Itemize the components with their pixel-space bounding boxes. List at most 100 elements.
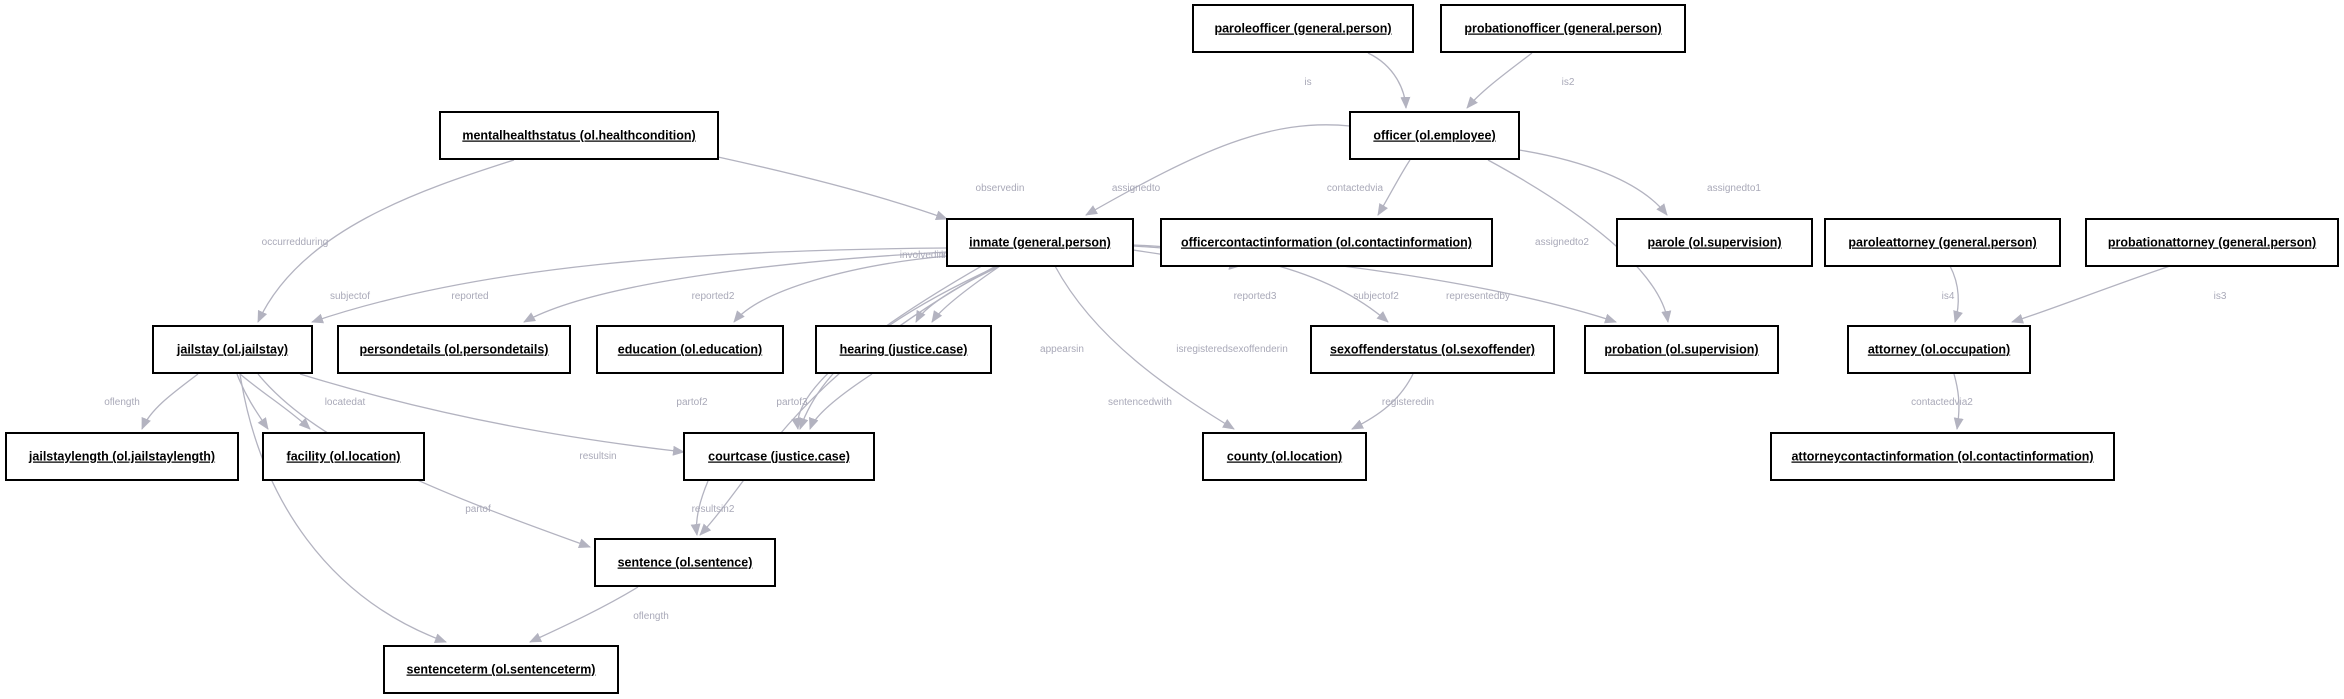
- node-label-jailstay[interactable]: jailstay (ol.jailstay): [176, 343, 288, 357]
- node-sexoffenderstatus[interactable]: sexoffenderstatus (ol.sexoffender): [1310, 325, 1555, 374]
- node-box-probationattorney[interactable]: [2085, 218, 2339, 267]
- edge-label-is: is: [1304, 77, 1311, 88]
- node-label-jailstaylength[interactable]: jailstaylength (ol.jailstaylength): [28, 450, 215, 464]
- edge-jailstay-to-jailstaylength: [141, 373, 199, 430]
- edge-probationattorney-to-attorney: [2011, 265, 2171, 324]
- edge-label-assignedto1: assignedto1: [1707, 183, 1761, 194]
- edge-probationofficer-to-officer: [1466, 52, 1533, 109]
- node-box-probationofficer[interactable]: [1440, 4, 1686, 53]
- node-box-attorney[interactable]: [1847, 325, 2031, 374]
- edge-label-reported3: reported3: [1234, 291, 1277, 302]
- node-box-courtcase[interactable]: [683, 432, 875, 481]
- node-label-sentence[interactable]: sentence (ol.sentence): [618, 556, 753, 570]
- node-box-mentalhealthstatus[interactable]: [439, 111, 719, 160]
- node-box-probation[interactable]: [1584, 325, 1779, 374]
- node-label-mentalhealthstatus[interactable]: mentalhealthstatus (ol.healthcondition): [462, 129, 695, 143]
- node-label-sentenceterm[interactable]: sentenceterm (ol.sentenceterm): [407, 663, 596, 677]
- node-label-hearing[interactable]: hearing (justice.case): [840, 343, 968, 357]
- edge-label-partof3: partof3: [776, 397, 808, 408]
- edge-label-sentencedwith: sentencedwith: [1108, 397, 1172, 408]
- node-label-courtcase[interactable]: courtcase (justice.case): [708, 450, 850, 464]
- node-jailstay[interactable]: jailstay (ol.jailstay): [152, 325, 313, 374]
- node-paroleofficer[interactable]: paroleofficer (general.person): [1192, 4, 1414, 53]
- edge-sexoffenderstatus-to-county: [1351, 373, 1414, 430]
- node-label-probation[interactable]: probation (ol.supervision): [1604, 343, 1758, 357]
- node-sentence[interactable]: sentence (ol.sentence): [594, 538, 776, 587]
- node-box-jailstay[interactable]: [152, 325, 313, 374]
- edge-inmate-to-hearing: [931, 265, 1001, 323]
- node-label-persondetails[interactable]: persondetails (ol.persondetails): [360, 343, 549, 357]
- edge-courtcase-to-sentence: [690, 480, 709, 536]
- node-attorneycontactinformation[interactable]: attorneycontactinformation (ol.contactin…: [1770, 432, 2115, 481]
- node-label-probationattorney[interactable]: probationattorney (general.person): [2108, 236, 2316, 250]
- node-box-sentence[interactable]: [594, 538, 776, 587]
- node-label-parole[interactable]: parole (ol.supervision): [1647, 236, 1781, 250]
- node-label-attorney[interactable]: attorney (ol.occupation): [1868, 343, 2010, 357]
- node-inmate[interactable]: inmate (general.person): [946, 218, 1134, 267]
- node-courtcase[interactable]: courtcase (justice.case): [683, 432, 875, 481]
- node-box-officer[interactable]: [1349, 111, 1520, 160]
- node-probationattorney[interactable]: probationattorney (general.person): [2085, 218, 2339, 267]
- node-jailstaylength[interactable]: jailstaylength (ol.jailstaylength): [5, 432, 239, 481]
- edge-label-reported: reported: [451, 291, 488, 302]
- node-education[interactable]: education (ol.education): [596, 325, 784, 374]
- edge-label-oflength: oflength: [104, 397, 140, 408]
- node-label-education[interactable]: education (ol.education): [618, 343, 762, 357]
- node-label-inmate[interactable]: inmate (general.person): [969, 236, 1111, 250]
- node-box-attorneycontactinformation[interactable]: [1770, 432, 2115, 481]
- node-paroleattorney[interactable]: paroleattorney (general.person): [1824, 218, 2061, 267]
- node-label-paroleofficer[interactable]: paroleofficer (general.person): [1214, 22, 1391, 36]
- node-box-parole[interactable]: [1616, 218, 1813, 267]
- edge-hearing-to-courtcase: [809, 373, 873, 430]
- node-box-facility[interactable]: [262, 432, 425, 481]
- node-box-sentenceterm[interactable]: [383, 645, 619, 694]
- node-label-sexoffenderstatus[interactable]: sexoffenderstatus (ol.sexoffender): [1330, 343, 1535, 357]
- edge-jailstay-to-courtcase: [299, 373, 685, 456]
- node-facility[interactable]: facility (ol.location): [262, 432, 425, 481]
- node-attorney[interactable]: attorney (ol.occupation): [1847, 325, 2031, 374]
- node-box-inmate[interactable]: [946, 218, 1134, 267]
- node-probationofficer[interactable]: probationofficer (general.person): [1440, 4, 1686, 53]
- node-sentenceterm[interactable]: sentenceterm (ol.sentenceterm): [383, 645, 619, 694]
- node-label-officer[interactable]: officer (ol.employee): [1373, 129, 1495, 143]
- edge-officer-to-officercontactinformation: [1377, 159, 1411, 216]
- edge-inmate-to-sentence: [699, 265, 997, 536]
- node-county[interactable]: county (ol.location): [1202, 432, 1367, 481]
- node-box-jailstaylength[interactable]: [5, 432, 239, 481]
- node-label-county[interactable]: county (ol.location): [1227, 450, 1342, 464]
- node-label-probationofficer[interactable]: probationofficer (general.person): [1464, 22, 1661, 36]
- node-mentalhealthstatus[interactable]: mentalhealthstatus (ol.healthcondition): [439, 111, 719, 160]
- edge-label-assignedto2: assignedto2: [1535, 237, 1589, 248]
- edge-mentalhealthstatus-to-jailstay: [257, 159, 515, 323]
- edge-label-appearsin: appearsin: [1040, 344, 1084, 355]
- edge-label-locatedat: locatedat: [325, 397, 366, 408]
- edge-jailstay-to-sentenceterm: [239, 373, 447, 643]
- node-probation[interactable]: probation (ol.supervision): [1584, 325, 1779, 374]
- node-persondetails[interactable]: persondetails (ol.persondetails): [337, 325, 571, 374]
- node-box-county[interactable]: [1202, 432, 1367, 481]
- node-hearing[interactable]: hearing (justice.case): [815, 325, 992, 374]
- node-label-officercontactinformation[interactable]: officercontactinformation (ol.contactinf…: [1181, 236, 1472, 250]
- node-parole[interactable]: parole (ol.supervision): [1616, 218, 1813, 267]
- node-box-officercontactinformation[interactable]: [1160, 218, 1493, 267]
- node-label-paroleattorney[interactable]: paroleattorney (general.person): [1848, 236, 2036, 250]
- edge-inmate-to-jailstay: [311, 247, 948, 324]
- edge-label-contactedvia2: contactedvia2: [1911, 397, 1973, 408]
- edge-jailstay-to-facility: [239, 373, 311, 430]
- node-box-hearing[interactable]: [815, 325, 992, 374]
- edge-label-observedin: observedin: [976, 183, 1025, 194]
- node-box-sexoffenderstatus[interactable]: [1310, 325, 1555, 374]
- node-box-persondetails[interactable]: [337, 325, 571, 374]
- edge-inmate-to-persondetails: [523, 251, 948, 323]
- edge-label-is4: is4: [1942, 291, 1955, 302]
- node-box-education[interactable]: [596, 325, 784, 374]
- node-officer[interactable]: officer (ol.employee): [1349, 111, 1520, 160]
- node-label-facility[interactable]: facility (ol.location): [287, 450, 401, 464]
- node-officercontactinformation[interactable]: officercontactinformation (ol.contactinf…: [1160, 218, 1493, 267]
- node-label-attorneycontactinformation[interactable]: attorneycontactinformation (ol.contactin…: [1791, 450, 2093, 464]
- node-box-paroleattorney[interactable]: [1824, 218, 2061, 267]
- node-box-paroleofficer[interactable]: [1192, 4, 1414, 53]
- edge-inmate-to-county: [1054, 265, 1235, 430]
- edge-label-subjectof2: subjectof2: [1353, 291, 1399, 302]
